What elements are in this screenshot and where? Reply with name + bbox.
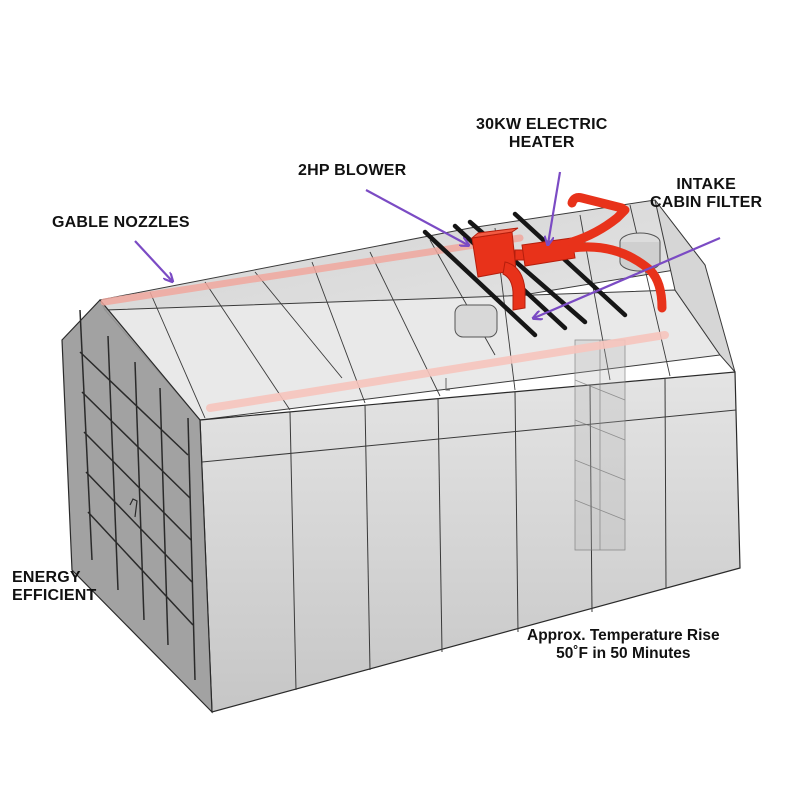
label-line: CABIN FILTER (650, 194, 763, 212)
callout-arrows (134, 171, 721, 318)
stack-cylinder (619, 232, 661, 272)
gable-nozzle-pipes (100, 234, 669, 412)
label-energy-efficient: ENERGY EFFICIENT (12, 569, 96, 606)
end-door-grid (79, 309, 196, 681)
note-line: Approx. Temperature Rise (527, 627, 720, 644)
arrow-heater (548, 171, 562, 244)
heater-assembly (470, 193, 667, 313)
arrow-gable-nozzles (134, 240, 172, 281)
roof-right-chamfer (654, 199, 736, 373)
heater-body (521, 237, 576, 267)
label-line: GABLE NOZZLES (52, 214, 190, 231)
arrow-blower (365, 189, 468, 245)
label-intake-filter: INTAKE CABIN FILTER (650, 176, 762, 213)
label-line: ENERGY (12, 569, 81, 586)
label-blower: 2HP BLOWER (298, 162, 406, 180)
temperature-rise-note: Approx. Temperature Rise 50˚F in 50 Minu… (527, 627, 720, 663)
label-line: 2HP BLOWER (298, 162, 407, 179)
label-line: EFFICIENT (12, 587, 97, 605)
label-line: 30KW ELECTRIC (476, 116, 608, 133)
end-wall-left (61, 299, 213, 714)
label-line: INTAKE (676, 176, 736, 193)
label-line: HEATER (508, 134, 575, 152)
intake-filter-housing (454, 304, 498, 338)
door-handle (129, 498, 138, 518)
note-line: 50˚F in 50 Minutes (556, 644, 691, 662)
label-gable-nozzles: GABLE NOZZLES (52, 214, 190, 232)
label-heater: 30KW ELECTRIC HEATER (476, 116, 608, 153)
arrow-intake-filter (534, 236, 721, 318)
